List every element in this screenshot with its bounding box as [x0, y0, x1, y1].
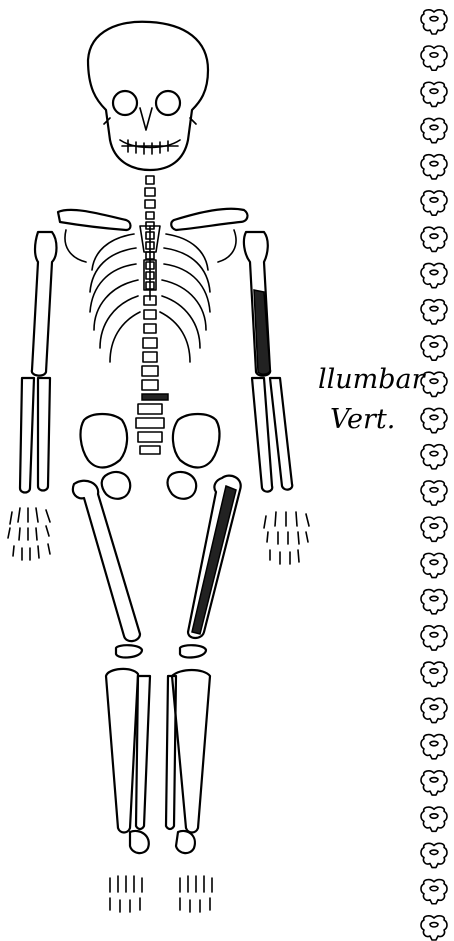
left-hand: [264, 512, 309, 564]
rib-cage: [90, 226, 210, 362]
skull: [88, 22, 208, 170]
vertebra-icon: [421, 517, 447, 541]
vertebra-icon: [421, 916, 447, 940]
vertebra-icon: [421, 372, 447, 396]
vertebra-icon: [421, 662, 447, 686]
vertebra-icon: [421, 119, 447, 143]
vertebra-icon: [421, 807, 447, 831]
vertebra-icon: [421, 155, 447, 179]
vertebra-icon: [421, 481, 447, 505]
vertebra-icon: [421, 843, 447, 867]
vertebra-icon: [421, 46, 447, 70]
vertebra-icon: [421, 191, 447, 215]
right-hand: [8, 508, 50, 560]
vertebra-icon: [421, 735, 447, 759]
highlighted-femur: [192, 486, 236, 634]
vertebra-column: [421, 10, 447, 940]
vertebra-icon: [421, 771, 447, 795]
left-leg: [166, 476, 241, 833]
vertebra-icon: [421, 445, 447, 469]
vertebra-icon: [421, 698, 447, 722]
vertebra-icon: [421, 553, 447, 577]
vertebra-icon: [421, 626, 447, 650]
vertebra-icon: [421, 82, 447, 106]
vertebra-icon: [421, 590, 447, 614]
right-foot: [110, 831, 149, 912]
annotation-line-1: llumbar: [318, 364, 427, 395]
vertebra-icon: [421, 336, 447, 360]
vertebra-icon: [421, 10, 447, 34]
vertebra-icon: [421, 263, 447, 287]
vertebra-icon: [421, 880, 447, 904]
right-leg: [73, 481, 150, 833]
vertebra-icon: [421, 408, 447, 432]
vertebra-icon: [421, 227, 447, 251]
left-foot: [176, 831, 212, 912]
vertebra-icon: [421, 300, 447, 324]
spine: [142, 176, 168, 400]
annotation-line-2: Vert.: [330, 404, 395, 435]
shoulders: [58, 209, 247, 262]
right-arm: [20, 232, 57, 493]
left-arm: [244, 232, 292, 492]
pelvis: [81, 404, 220, 499]
